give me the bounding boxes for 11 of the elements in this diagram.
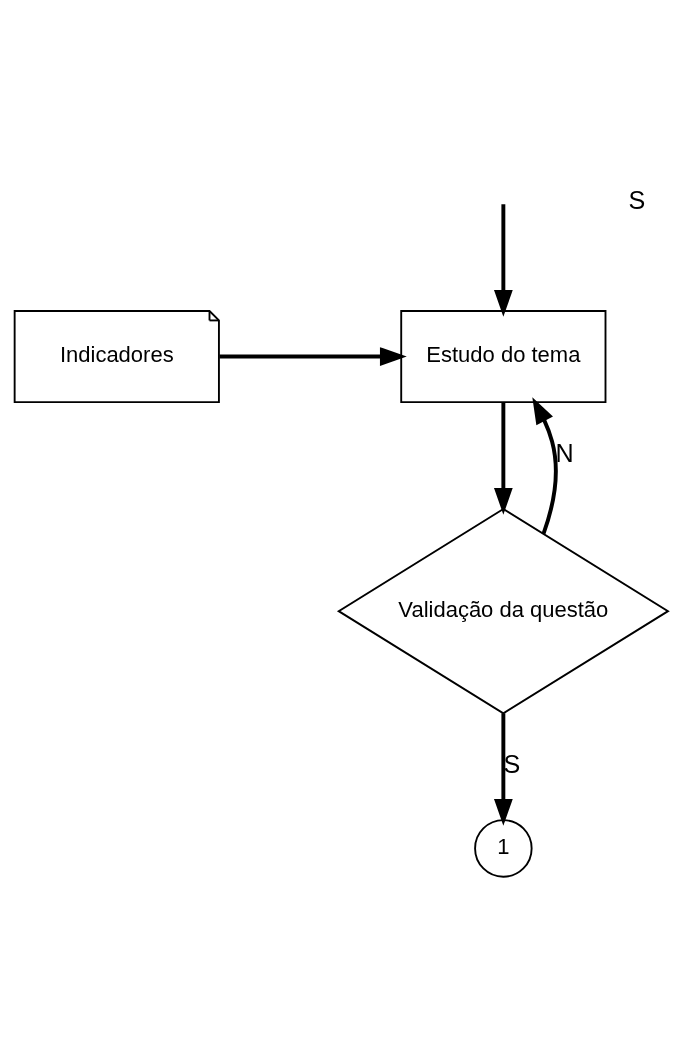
node-circle: 1 — [474, 818, 533, 878]
label: S — [628, 185, 646, 214]
edge-label: N — [555, 438, 574, 467]
arrow — [494, 203, 513, 317]
arrow — [494, 402, 513, 515]
arrow — [494, 712, 513, 826]
arrow — [219, 346, 407, 366]
node-diamond: Validação da questão — [336, 507, 670, 714]
arrow — [532, 396, 558, 534]
edge-label: S — [503, 749, 521, 778]
node-box: Estudo do tema — [400, 309, 607, 403]
